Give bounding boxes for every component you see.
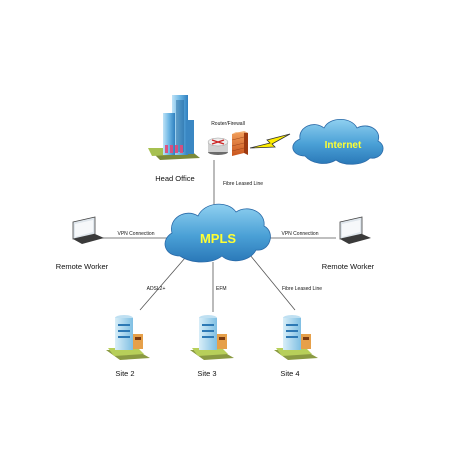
vpn-connection-label-right: VPN Connection [282,231,319,237]
site4-building-icon [274,315,318,360]
head-office-building-icon [148,95,200,160]
internet-label: Internet [325,140,362,151]
firewall-icon [231,131,248,156]
mpls-label: MPLS [200,231,236,246]
head-office-label: Head Office [155,174,194,183]
site2-label: Site 2 [115,369,134,378]
router-firewall-label: Router/Firewall [211,121,245,127]
fibre-leased-line-label-site4: Fibre Leased Line [282,286,322,292]
link-adsl-site2 [139,257,186,311]
site3-label: Site 3 [197,369,216,378]
efm-label: EFM [216,286,227,292]
laptop-icon-left [72,216,104,244]
internet-cloud-icon [292,118,384,165]
adsl-label: ADSL2+ [147,286,166,292]
lightning-bolt-icon [249,133,291,149]
link-fibre-site4 [249,254,296,311]
vpn-connection-label-left: VPN Connection [118,231,155,237]
fibre-leased-line-label-top: Fibre Leased Line [223,181,263,187]
site2-building-icon [106,315,150,360]
site3-building-icon [190,315,234,360]
router-icon [207,137,229,155]
remote-worker-left-label: Remote Worker [56,262,109,271]
mpls-cloud-icon [164,203,271,263]
laptop-icon-right [339,216,371,244]
site4-label: Site 4 [280,369,299,378]
connection-lines [96,160,336,312]
remote-worker-right-label: Remote Worker [322,262,375,271]
